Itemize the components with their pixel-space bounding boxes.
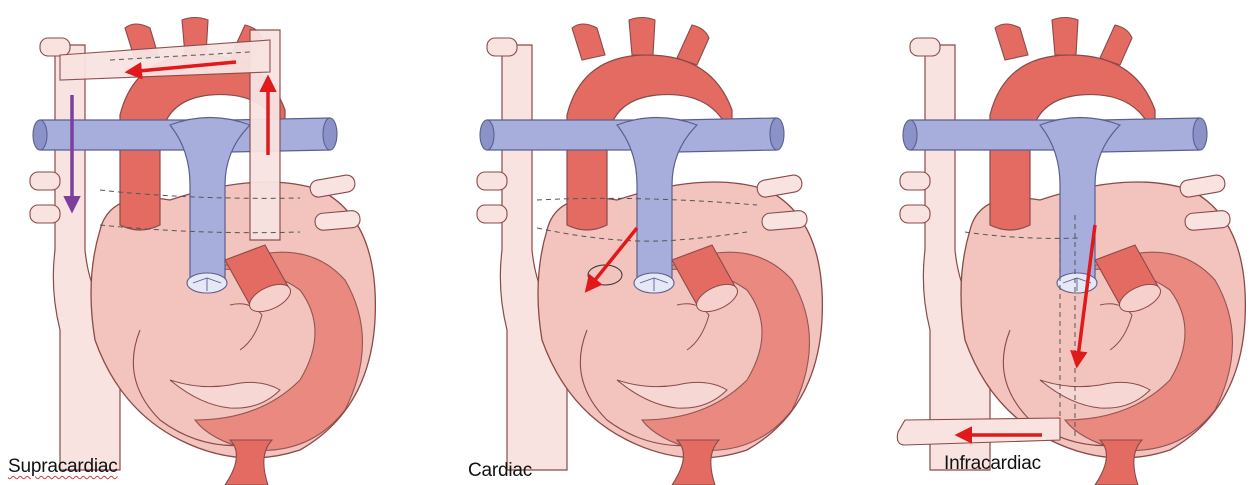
panel-infracardiac (897, 18, 1245, 485)
panel-supracardiac (30, 18, 375, 485)
label-cardiac: Cardiac (468, 460, 532, 482)
label-infracardiac: Infracardiac (944, 453, 1041, 475)
panel-cardiac (477, 18, 822, 485)
descending-vein (897, 418, 1060, 445)
label-supracardiac: Supracardiac (8, 456, 118, 478)
